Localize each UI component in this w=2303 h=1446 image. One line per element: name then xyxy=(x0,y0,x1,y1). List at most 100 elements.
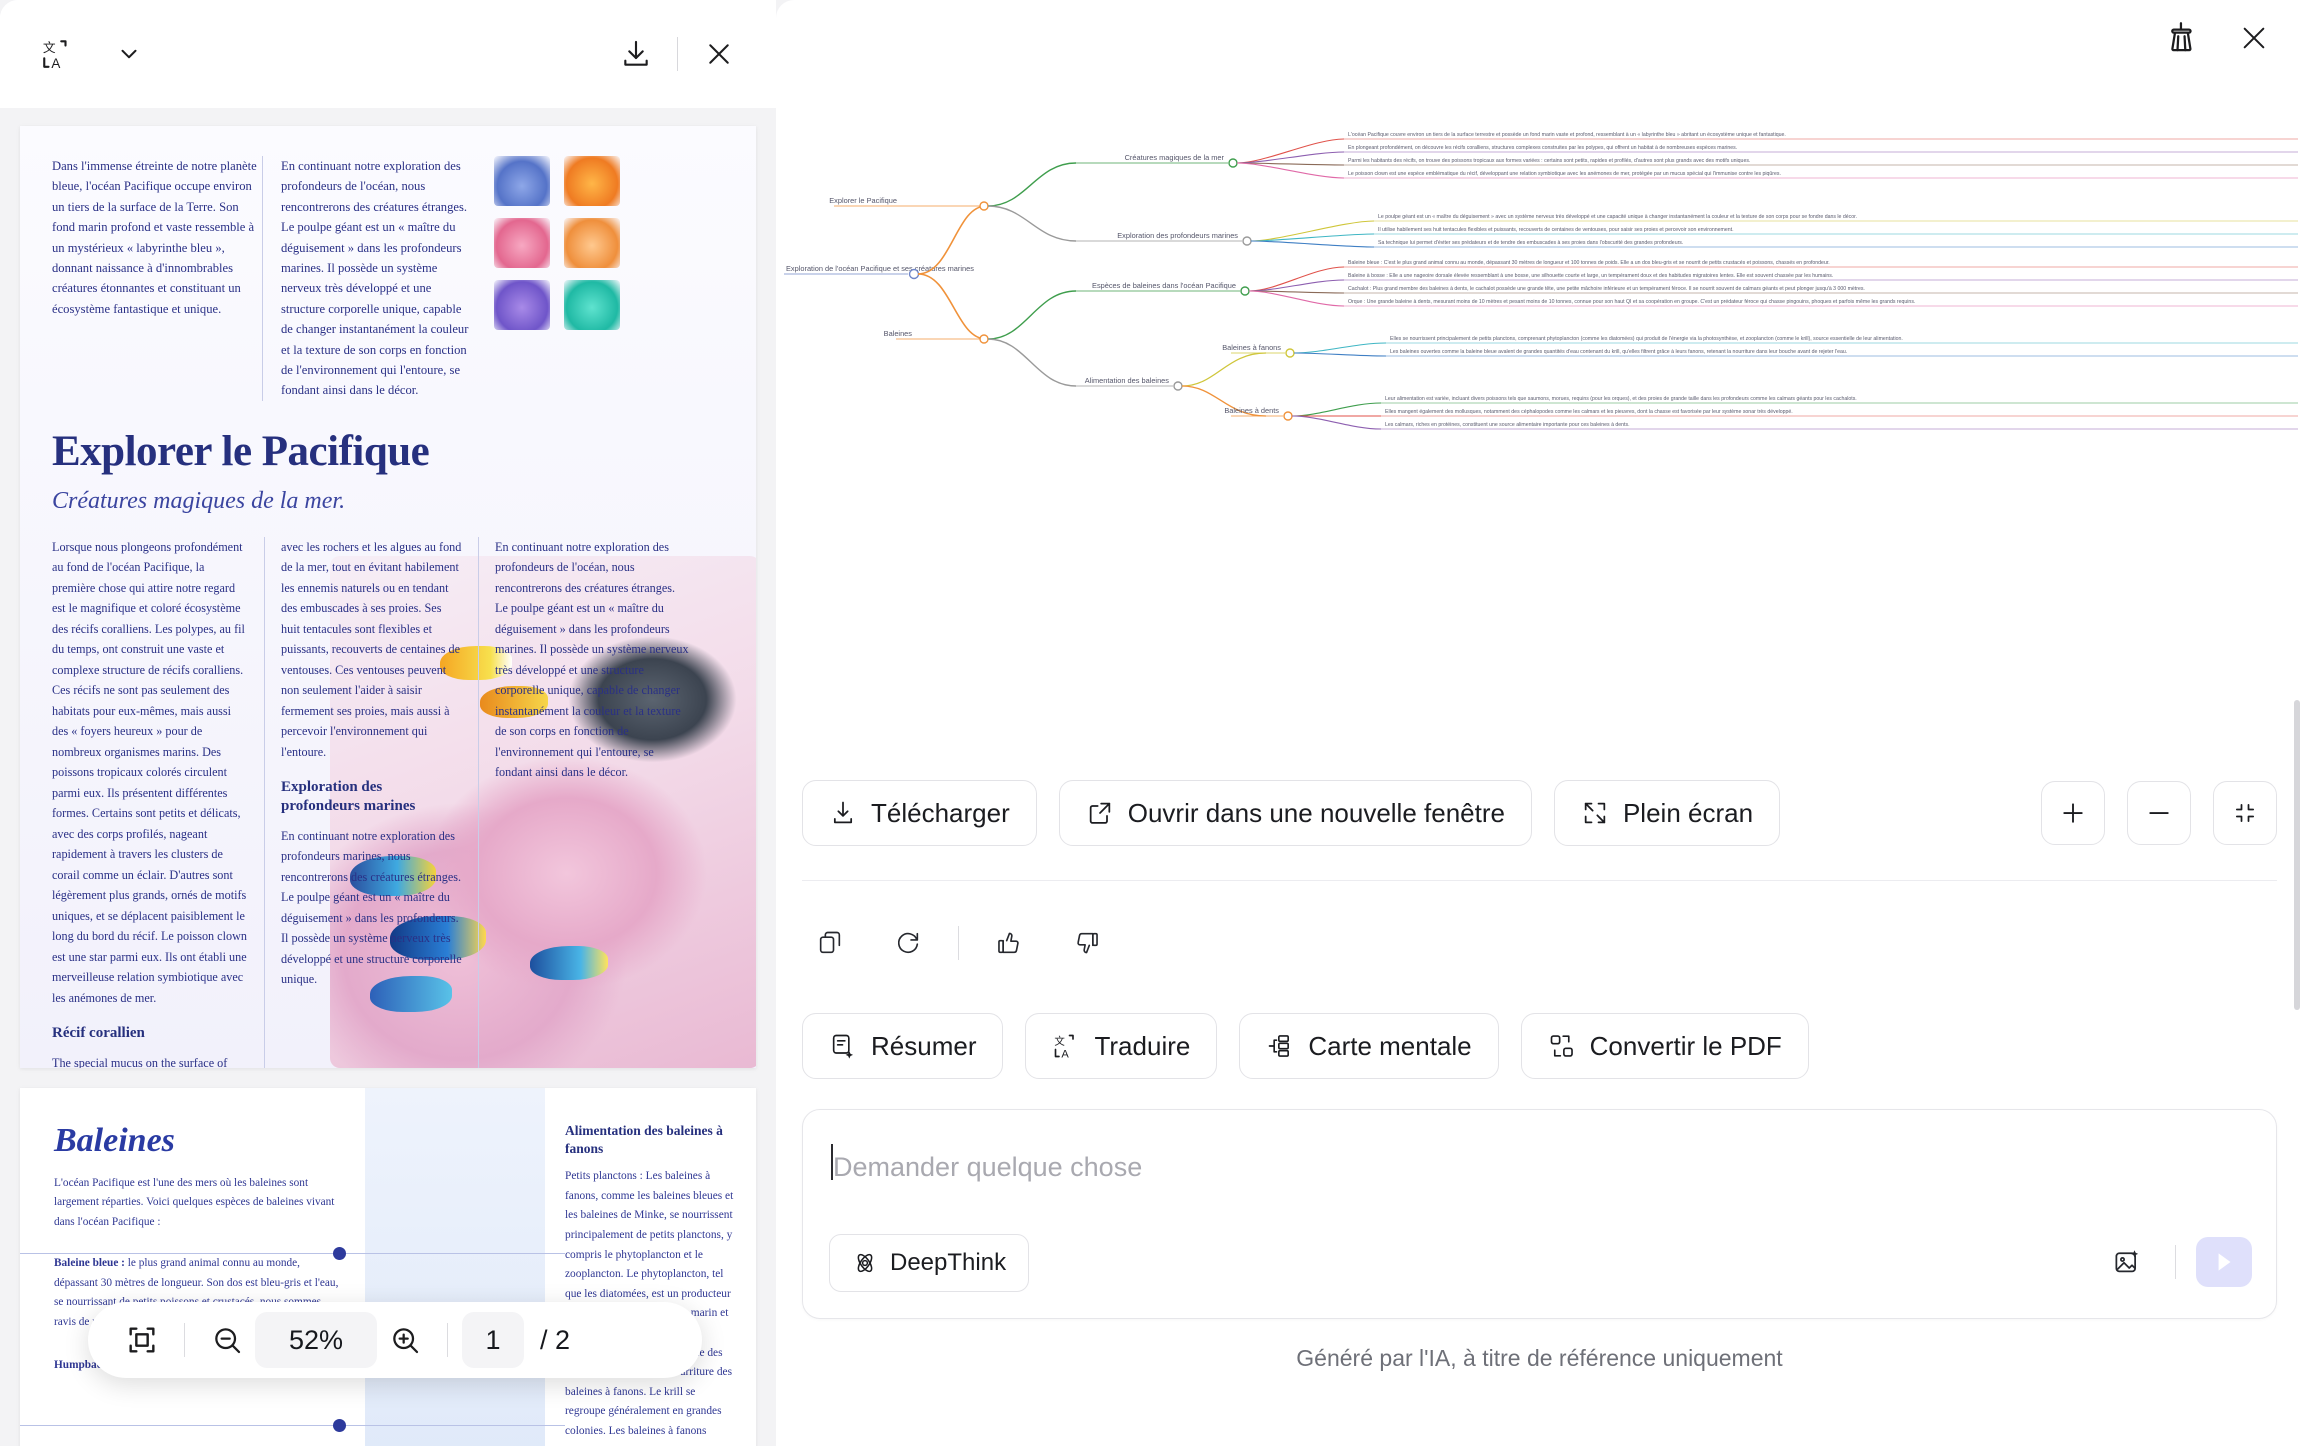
fullscreen-button[interactable]: Plein écran xyxy=(1553,780,1781,846)
mindmap-leaf-text: Orque : Une grande baleine à dents, mesu… xyxy=(1348,299,1915,305)
copy-button[interactable] xyxy=(802,915,858,971)
mindmap-button[interactable]: Carte mentale xyxy=(1239,1013,1499,1079)
svg-text:Baleines: Baleines xyxy=(884,329,913,338)
toolbar-divider xyxy=(677,37,678,71)
translate-icon: 文 A xyxy=(1052,1032,1080,1060)
fit-to-page-icon[interactable] xyxy=(114,1312,170,1368)
zoom-divider-1 xyxy=(184,1323,185,1357)
viewer-actions-row: Télécharger Ouvrir dans une nouvelle fen… xyxy=(776,780,2303,846)
body-col1-text: Lorsque nous plongeons profondément au f… xyxy=(52,539,247,1005)
mindmap-scrollbar[interactable] xyxy=(2294,700,2300,1010)
coral-cluster-image xyxy=(564,218,620,268)
body-col2-text: avec les rochers et les algues au fond d… xyxy=(281,539,462,759)
mindmap-leaf-text: Sa technique lui permet d'éviter ses pré… xyxy=(1378,240,1683,246)
summarize-label: Résumer xyxy=(871,1030,977,1061)
deepthink-toggle[interactable]: DeepThink xyxy=(829,1234,1030,1292)
refresh-icon xyxy=(894,929,922,957)
ai-tools-row: Résumer 文 A Traduire Carte mentale xyxy=(776,1013,2303,1079)
chevron-down-icon[interactable] xyxy=(106,31,152,77)
thumbs-down-icon xyxy=(1073,929,1101,957)
zoom-in-icon[interactable] xyxy=(377,1312,433,1368)
page1-body-columns: Lorsque nous plongeons profondément au f… xyxy=(52,536,724,1068)
intro-column-2: En continuant notre exploration des prof… xyxy=(262,156,472,401)
sea-anemone-image xyxy=(494,156,550,206)
download-label: Télécharger xyxy=(871,797,1010,828)
convert-pdf-label: Convertir le PDF xyxy=(1589,1030,1782,1061)
composer-placeholder: Demander quelque chose xyxy=(833,1152,1143,1182)
document-page-1: Dans l'immense étreinte de notre planète… xyxy=(20,126,756,1068)
convert-pdf-icon xyxy=(1548,1032,1576,1060)
regenerate-button[interactable] xyxy=(880,915,936,971)
send-button[interactable] xyxy=(2196,1237,2252,1287)
body-column-1: Lorsque nous plongeons profondément au f… xyxy=(52,537,264,1068)
page2-whale-image xyxy=(365,1088,545,1446)
body-col3-text: En continuant notre exploration des prof… xyxy=(495,539,689,780)
plus-icon xyxy=(2058,798,2088,828)
zoom-out-button[interactable] xyxy=(2127,781,2191,845)
feedback-divider xyxy=(958,926,959,960)
thumbs-down-button[interactable] xyxy=(1059,915,1115,971)
attach-image-button[interactable] xyxy=(2099,1234,2155,1290)
mindmap-leaf-text: Le poulpe géant est un « maître du dégui… xyxy=(1378,214,1857,220)
body-column-3: En continuant notre exploration des prof… xyxy=(478,536,690,1068)
purple-coral-image xyxy=(494,280,550,330)
page-count: / 2 xyxy=(540,1325,570,1356)
mindmap-leaf-text: Parmi les habitants des récifs, on trouv… xyxy=(1348,158,1750,164)
translate-label: Traduire xyxy=(1094,1030,1191,1061)
header-image-grid xyxy=(494,156,620,330)
mindmap-branch-baleines: Baleines xyxy=(884,329,989,344)
page-separator: / xyxy=(540,1324,548,1355)
open-external-icon xyxy=(1086,799,1114,827)
page2-right-heading: Alimentation des baleines à fanons xyxy=(565,1123,723,1156)
translate-button[interactable]: 文 A Traduire xyxy=(1025,1013,1218,1079)
section-divider xyxy=(802,880,2277,881)
timeline-line-1 xyxy=(20,1253,565,1254)
mindmap-node-especes: Espèces de baleines dans l'océan Pacifiq… xyxy=(1076,281,1250,296)
summarize-button[interactable]: Résumer xyxy=(802,1013,1004,1079)
open-new-window-button[interactable]: Ouvrir dans une nouvelle fenêtre xyxy=(1058,780,1532,846)
svg-text:Baleines à fanons: Baleines à fanons xyxy=(1222,343,1281,352)
translate-icon[interactable]: 文 A xyxy=(34,31,80,77)
fullscreen-label: Plein écran xyxy=(1622,797,1754,828)
download-button[interactable]: Télécharger xyxy=(802,780,1037,846)
composer-actions xyxy=(2099,1234,2252,1290)
fit-screen-button[interactable] xyxy=(2213,781,2277,845)
blue-whale-label: Baleine bleue : xyxy=(54,1257,125,1270)
zoom-level-value[interactable]: 52% xyxy=(255,1312,377,1368)
summarize-icon xyxy=(829,1032,857,1060)
coral-reef-photo xyxy=(330,556,756,1068)
mindmap-node-creatures: Créatures magiques de la mer xyxy=(1076,153,1238,168)
fullscreen-icon xyxy=(1581,799,1609,827)
broom-clear-icon[interactable] xyxy=(2159,15,2205,61)
mindmap-leaf-text: Elles mangent également des mollusques, … xyxy=(1385,409,1793,415)
mindmap-leaf-text: Leur alimentation est variée, incluant d… xyxy=(1385,396,1857,402)
document-viewport[interactable]: Dans l'immense étreinte de notre planète… xyxy=(0,108,776,1446)
mindmap-node-profondeurs: Exploration des profondeurs marines xyxy=(1076,231,1252,246)
heading-recif-corallien: Récif corallien xyxy=(52,1025,145,1042)
document-toolbar: 文 A xyxy=(0,0,776,108)
total-pages: 2 xyxy=(555,1324,571,1355)
current-page-input[interactable]: 1 xyxy=(462,1312,524,1368)
document-preview-panel: 文 A xyxy=(0,0,776,1446)
convert-pdf-button[interactable]: Convertir le PDF xyxy=(1520,1013,1809,1079)
timeline-dot-1 xyxy=(333,1247,346,1260)
chat-composer[interactable]: Demander quelque chose DeepThink xyxy=(802,1109,2277,1319)
mindmap-icon xyxy=(1266,1032,1294,1060)
zoom-in-button[interactable] xyxy=(2041,781,2105,845)
svg-text:文: 文 xyxy=(43,40,56,55)
zoom-divider-2 xyxy=(447,1323,448,1357)
timeline-line-2 xyxy=(20,1425,565,1426)
zoom-out-icon[interactable] xyxy=(199,1312,255,1368)
body-exploration-text: En continuant notre exploration des prof… xyxy=(281,828,462,987)
mindmap-leaf-text: Le poisson clown est une espèce emblémat… xyxy=(1348,171,1781,177)
download-icon[interactable] xyxy=(613,31,659,77)
collapse-icon xyxy=(2231,799,2259,827)
composer-divider xyxy=(2175,1245,2176,1279)
close-icon[interactable] xyxy=(2231,15,2277,61)
text-caret xyxy=(831,1144,833,1180)
thumbs-up-button[interactable] xyxy=(981,915,1037,971)
heading-exploration-profondeurs: Exploration des profondeurs marines xyxy=(281,779,416,814)
mindmap-canvas[interactable]: Exploration de l'océan Pacifique et ses … xyxy=(776,76,2303,776)
close-icon[interactable] xyxy=(696,31,742,77)
